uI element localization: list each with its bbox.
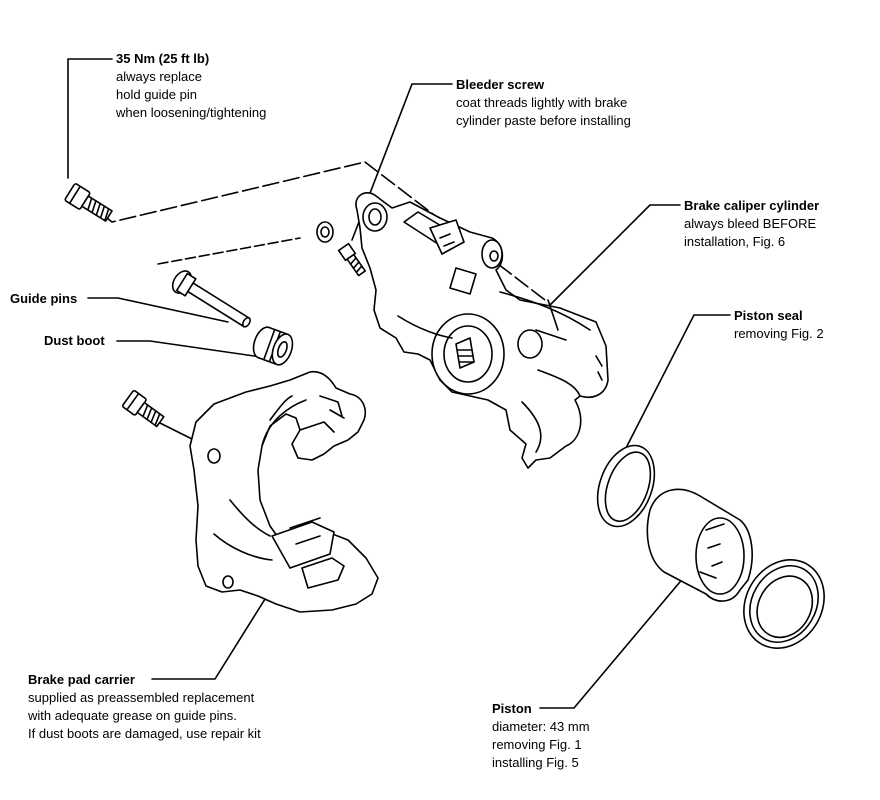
callout-carrier-line-3: If dust boots are damaged, use repair ki… (28, 726, 261, 741)
callout-caliper-line-1: always bleed BEFORE (684, 216, 817, 231)
callout-piston-line-2: removing Fig. 1 (492, 737, 582, 752)
leader-torque (67, 58, 113, 179)
callout-caliper-title: Brake caliper cylinder (684, 198, 820, 213)
callout-bleeder-title: Bleeder screw (456, 77, 545, 92)
callout-piston-seal-title: Piston seal (734, 308, 803, 323)
callout-carrier-line-2: with adequate grease on guide pins. (28, 708, 237, 723)
callout-bleeder-screw: Bleeder screw coat threads lightly with … (456, 76, 631, 130)
callout-piston-title: Piston (492, 701, 532, 716)
callout-guide-pins-title: Guide pins (10, 291, 78, 306)
caliper-bolt-drawing (64, 183, 113, 222)
leader-lines (67, 58, 731, 709)
callout-torque-line-1: always replace (116, 69, 202, 84)
leader-piston (539, 569, 691, 709)
callout-brake-pad-carrier: Brake pad carrier supplied as preassembl… (28, 671, 261, 743)
bleeder-screw-drawing (316, 221, 366, 277)
callout-piston-seal-line-1: removing Fig. 2 (734, 326, 824, 341)
callout-torque-line-3: when loosening/tightening (116, 105, 267, 120)
callout-brake-caliper-cylinder: Brake caliper cylinder always bleed BEFO… (684, 197, 819, 251)
callout-carrier-line-1: supplied as preassembled replacement (28, 690, 255, 705)
callout-bleeder-line-1: coat threads lightly with brake (456, 95, 628, 110)
callout-carrier-title: Brake pad carrier (28, 672, 135, 687)
dust-boot-drawing (252, 326, 294, 366)
leader-bleeder (351, 83, 453, 241)
piston-seal-drawing (596, 444, 656, 528)
callout-dust-boot-title: Dust boot (44, 333, 105, 348)
callout-torque-title: 35 Nm (25 ft lb) (116, 51, 210, 66)
callout-piston-seal: Piston seal removing Fig. 2 (734, 307, 824, 343)
callout-caliper-line-2: installation, Fig. 6 (684, 234, 786, 249)
callout-piston-line-3: installing Fig. 5 (492, 755, 579, 770)
leader-guide-pins-dashed (157, 237, 301, 265)
leader-guide-pins (87, 297, 229, 323)
callout-torque-line-2: hold guide pin (116, 87, 197, 102)
callout-torque: 35 Nm (25 ft lb) always replace hold gui… (116, 50, 266, 122)
callout-piston-line-1: diameter: 43 mm (492, 719, 590, 734)
caliper-body-drawing (355, 192, 609, 469)
piston-dust-seal-drawing (743, 559, 825, 649)
leader-dust-boot (116, 340, 269, 359)
carrier-bolt-drawing (122, 390, 165, 428)
piston-drawing (646, 488, 753, 602)
callout-guide-pins: Guide pins (10, 290, 77, 308)
callout-piston: Piston diameter: 43 mm removing Fig. 1 i… (492, 700, 590, 772)
guide-pin-drawing (171, 270, 251, 328)
leader-carrier (151, 566, 286, 680)
callout-bleeder-line-2: cylinder paste before installing (456, 113, 631, 128)
leader-caliper (544, 204, 681, 311)
callout-dust-boot: Dust boot (44, 332, 105, 350)
pad-carrier-drawing (189, 370, 379, 613)
leader-piston-seal (625, 314, 731, 449)
